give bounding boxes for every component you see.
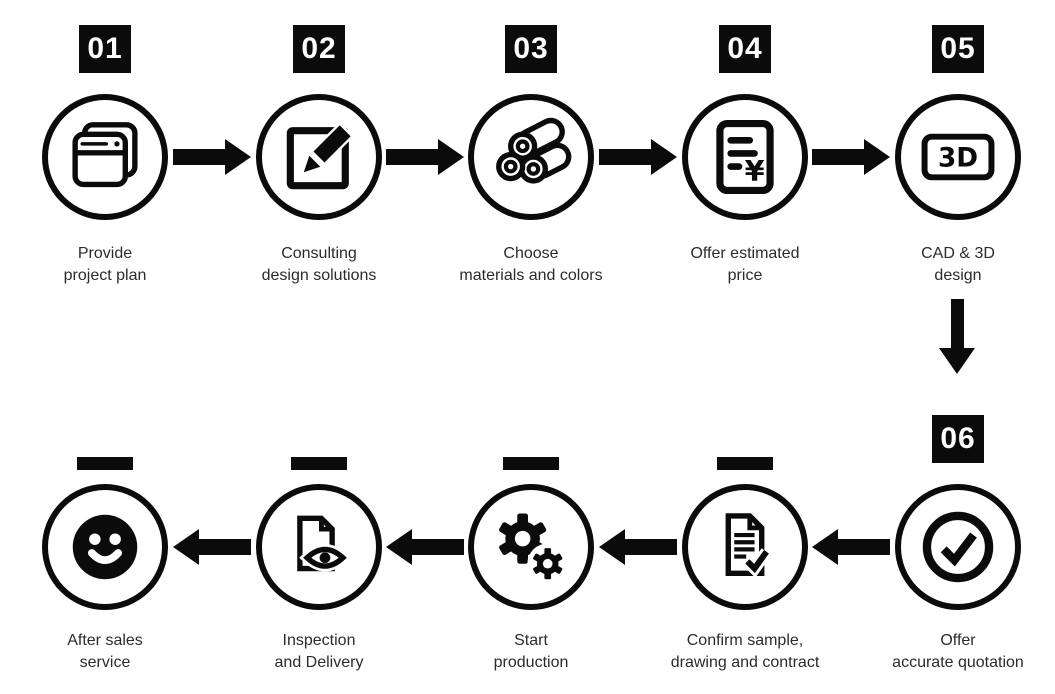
step-10-after-sales-service: After sales service [0, 0, 212, 694]
flow-arrow-left-icon [812, 529, 890, 565]
gears-icon [499, 513, 569, 585]
step-04-offer-estimated-price: 04 ¥ Offer estimated price [638, 0, 852, 694]
yen-symbol: ¥ [745, 154, 765, 188]
step-circle: 3D [895, 94, 1021, 220]
step-circle [256, 94, 382, 220]
step-label-line2: materials and colors [459, 267, 603, 284]
document-check-icon [725, 513, 772, 578]
step-label-line2: design solutions [261, 267, 377, 284]
step-circle [682, 484, 808, 610]
step-07-confirm-sample-drawing-contract: Confirm sample, drawing and contract [638, 0, 852, 694]
price-invoice-icon: ¥ [716, 119, 774, 195]
step-number-badge: 03 [505, 25, 557, 73]
step-label-line2: production [493, 654, 569, 671]
step-number-badge: 01 [79, 25, 131, 73]
step-bar-marker [717, 457, 773, 470]
3d-text: 3D [938, 144, 978, 174]
document-eye-icon [297, 515, 351, 572]
step-label-line2: and Delivery [274, 654, 364, 671]
step-label-line2: service [79, 654, 131, 671]
flow-arrow-right-icon [812, 139, 890, 175]
step-circle [895, 484, 1021, 610]
step-label: Choose materials and colors [424, 243, 638, 287]
step-06-offer-accurate-quotation: 06 Offer accurate quotation [851, 0, 1055, 694]
step-circle [42, 484, 168, 610]
step-number-badge: 06 [932, 415, 984, 463]
flow-arrow-right-icon [599, 139, 677, 175]
step-label: Start production [424, 630, 638, 674]
step-label-line2: project plan [63, 267, 147, 284]
step-label-line2: design [934, 267, 982, 284]
step-label-line2: accurate quotation [892, 654, 1024, 671]
step-label-line1: Provide [77, 245, 133, 262]
step-label-line2: drawing and contract [670, 654, 820, 671]
step-label: CAD & 3D design [851, 243, 1055, 287]
step-label-line1: Offer [940, 632, 976, 649]
step-number-badge: 05 [932, 25, 984, 73]
step-label: Confirm sample, drawing and contract [638, 630, 852, 674]
step-label-line1: Offer estimated [690, 245, 800, 262]
step-label-line1: CAD & 3D [921, 245, 995, 262]
flow-arrow-left-icon [173, 529, 251, 565]
step-circle [468, 94, 594, 220]
step-08-start-production: Start production [424, 0, 638, 694]
step-03-choose-materials-colors: 03 Choose materials and colors [424, 0, 638, 694]
material-rolls-icon [496, 117, 572, 184]
step-circle: ¥ [682, 94, 808, 220]
flow-arrow-left-icon [386, 529, 464, 565]
step-label: Provide project plan [0, 243, 212, 287]
step-label-line2: price [727, 267, 763, 284]
step-number-badge: 02 [293, 25, 345, 73]
step-label: Inspection and Delivery [212, 630, 426, 674]
check-circle-icon [922, 511, 994, 583]
flow-arrow-right-icon [386, 139, 464, 175]
step-circle [256, 484, 382, 610]
step-bar-marker [291, 457, 347, 470]
edit-pencil-icon [286, 121, 355, 190]
step-label-line1: Confirm sample, [686, 632, 804, 649]
flow-arrow-left-icon [599, 529, 677, 565]
step-05-cad-3d-design: 05 3D CAD & 3D design [851, 0, 1055, 694]
stacked-documents-icon [72, 122, 138, 188]
step-label: Offer estimated price [638, 243, 852, 287]
step-bar-marker [77, 457, 133, 470]
step-label: After sales service [0, 630, 212, 674]
flow-arrow-right-icon [173, 139, 251, 175]
3d-screen-icon: 3D [921, 133, 995, 181]
step-label-line1: Consulting [281, 245, 357, 262]
step-bar-marker [503, 457, 559, 470]
step-label-line1: Start [514, 632, 548, 649]
smiley-face-icon [72, 514, 138, 580]
step-09-inspection-and-delivery: Inspection and Delivery [212, 0, 426, 694]
step-circle [468, 484, 594, 610]
step-number-badge: 04 [719, 25, 771, 73]
step-label: Consulting design solutions [212, 243, 426, 287]
step-label-line1: Choose [503, 245, 559, 262]
step-02-consulting-design-solutions: 02 Consulting design solutions [212, 0, 426, 694]
step-label: Offer accurate quotation [851, 630, 1055, 674]
step-circle [42, 94, 168, 220]
step-01-provide-project-plan: 01 Provide project plan [0, 0, 212, 694]
step-label-line1: Inspection [282, 632, 356, 649]
step-label-line1: After sales [67, 632, 143, 649]
